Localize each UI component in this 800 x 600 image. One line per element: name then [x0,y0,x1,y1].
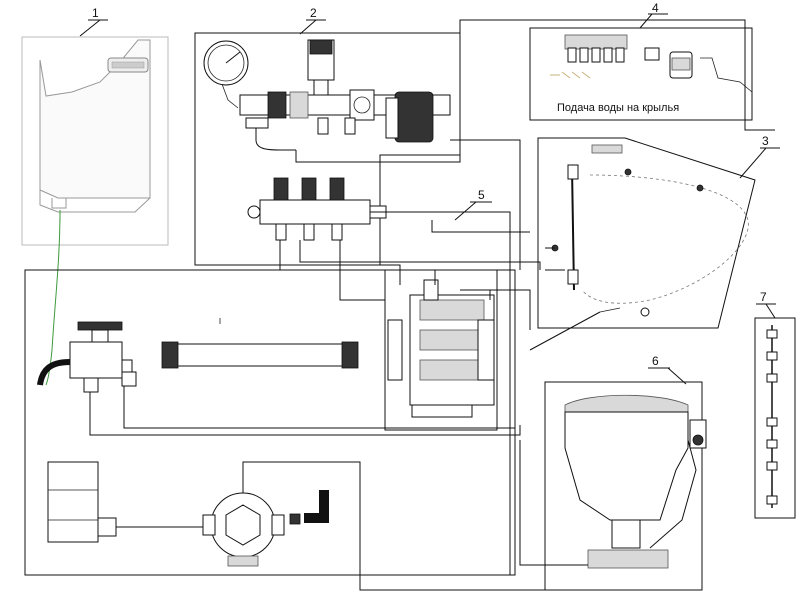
callout-1: 1 [92,6,99,20]
callout-4: 4 [652,1,659,15]
water-supply-caption: Подача воды на крылья [557,102,679,114]
suction-frame [24,269,516,576]
callout-2: 2 [310,6,317,20]
tank-body [39,39,151,199]
group-7-nozzles [754,317,796,519]
boom-hose [581,174,749,304]
group-6-mixer [544,381,707,591]
suction-filter [47,461,99,543]
group-1-tank [21,36,169,386]
callout-5: 5 [478,188,485,202]
mixer-lid [564,394,689,413]
group-3-frame [537,137,756,329]
section-valves [259,199,371,225]
three-way-valve [69,341,123,379]
drive-shaft [174,343,346,367]
group-4-wing-supply: Подача воды на крылья [529,27,753,121]
group-3-boom [537,137,756,329]
suction-assembly [24,269,516,576]
group-5-pump [384,269,498,431]
callout-3: 3 [762,134,769,148]
callout-7: 7 [760,290,767,304]
group-2-control-valve [194,32,461,266]
mixer-bowl [564,411,689,521]
tank-frame [21,36,169,246]
connection-lines [89,19,775,591]
callout-6: 6 [652,354,659,368]
suction-hose [45,209,61,386]
mixer-outlet [587,549,669,569]
group-4-frame [529,27,753,121]
group-6-frame [544,381,703,591]
valve-actuator [394,91,434,143]
callouts: 1 2 3 4 5 6 7 [79,1,780,385]
